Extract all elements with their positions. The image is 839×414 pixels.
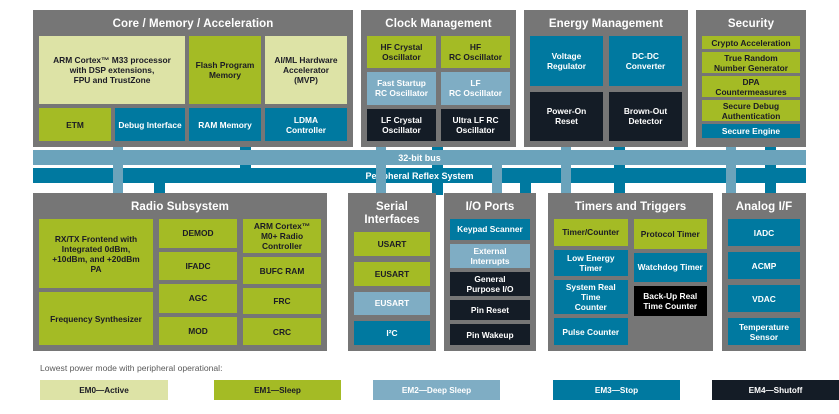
panel-serial-interfaces: Serial Interfaces USART EUSART EUSART I²… <box>348 193 436 351</box>
block-power-on-reset[interactable]: Power-On Reset <box>530 91 603 141</box>
block-secure-debug-authentication[interactable]: Secure Debug Authentication <box>702 100 800 121</box>
connector-stub <box>561 165 571 195</box>
block-lf-crystal-oscillator[interactable]: LF Crystal Oscillator <box>367 108 436 141</box>
block-eusart-2[interactable]: EUSART <box>354 291 430 316</box>
block-frc[interactable]: FRC <box>243 287 321 315</box>
legend-item-em1: EM1—Sleep <box>214 380 341 400</box>
connector-stub <box>614 183 625 195</box>
panel-title-energy: Energy Management <box>548 18 664 30</box>
block-usart[interactable]: USART <box>354 232 430 256</box>
panel-title-io-ports: I/O Ports <box>465 201 515 213</box>
connector-stub <box>154 183 165 195</box>
bus-32-bit: 32-bit bus <box>33 150 806 165</box>
block-i2c[interactable]: I²C <box>354 321 430 345</box>
block-pin-wakeup[interactable]: Pin Wakeup <box>450 324 530 346</box>
panel-energy-management: Energy Management Voltage Regulator DC-D… <box>524 10 688 147</box>
panel-title-analog: Analog I/F <box>735 201 793 213</box>
block-ldma-controller[interactable]: LDMA Controller <box>265 108 347 141</box>
bus-peripheral-reflex-system: Peripheral Reflex System <box>33 168 806 183</box>
legend-label-em2: EM2—Deep Sleep <box>401 385 472 395</box>
legend-label-em3: EM3—Stop <box>594 385 639 395</box>
block-ifadc[interactable]: IFADC <box>159 251 237 280</box>
block-iadc[interactable]: IADC <box>728 219 800 246</box>
legend-item-em4: EM4—Shutoff <box>712 380 839 400</box>
block-timer-counter[interactable]: Timer/Counter <box>554 219 628 246</box>
block-system-real-time-counter[interactable]: System Real Time Counter <box>554 280 628 315</box>
block-ultra-lf-rc-oscillator[interactable]: Ultra LF RC Oscillator <box>441 108 510 141</box>
legend-label-em4: EM4—Shutoff <box>748 385 803 395</box>
connector-stub <box>520 183 531 195</box>
connector-stub <box>113 165 123 195</box>
block-voltage-regulator[interactable]: Voltage Regulator <box>530 36 603 86</box>
block-ram-memory[interactable]: RAM Memory <box>189 108 261 141</box>
bus-prs-label: Peripheral Reflex System <box>365 170 474 181</box>
block-watchdog-timer[interactable]: Watchdog Timer <box>633 252 707 282</box>
block-vdac[interactable]: VDAC <box>728 285 800 312</box>
block-acmp[interactable]: ACMP <box>728 252 800 279</box>
block-hf-crystal-oscillator[interactable]: HF Crystal Oscillator <box>367 36 436 69</box>
block-pulse-counter[interactable]: Pulse Counter <box>554 318 628 346</box>
block-dc-dc-converter[interactable]: DC-DC Converter <box>609 36 682 86</box>
connector-stub <box>376 165 386 195</box>
connector-stub <box>765 183 776 195</box>
block-lf-rc-oscillator[interactable]: LF RC Oscillator <box>441 72 510 105</box>
panel-analog-if: Analog I/F IADC ACMP VDAC Temperature Se… <box>722 193 806 351</box>
block-flash-program-memory[interactable]: Flash Program Memory <box>189 36 261 104</box>
connector-stub <box>432 183 443 195</box>
block-eusart-1[interactable]: EUSART <box>354 261 430 286</box>
panel-title-clock: Clock Management <box>385 18 492 30</box>
panel-clock-management: Clock Management HF Crystal Oscillator H… <box>361 10 516 147</box>
block-bufc-ram[interactable]: BUFC RAM <box>243 257 321 284</box>
block-demod[interactable]: DEMOD <box>159 219 237 248</box>
legend-note: Lowest power mode with peripheral operat… <box>40 363 223 373</box>
block-pin-reset[interactable]: Pin Reset <box>450 299 530 321</box>
panel-io-ports: I/O Ports Keypad Scanner External Interr… <box>444 193 536 351</box>
block-crc[interactable]: CRC <box>243 318 321 345</box>
block-mod[interactable]: MOD <box>159 316 237 345</box>
legend-label-em1: EM1—Sleep <box>254 385 301 395</box>
legend-label-em0: EM0—Active <box>79 385 129 395</box>
block-frequency-synthesizer[interactable]: Frequency Synthesizer <box>39 292 153 345</box>
panel-title-core: Core / Memory / Acceleration <box>112 18 274 30</box>
panel-title-serial: Serial Interfaces <box>364 201 420 226</box>
block-arm-cortex-m0-radio-controller[interactable]: ARM Cortex™ M0+ Radio Controller <box>243 219 321 254</box>
block-arm-cortex-m33[interactable]: ARM Cortex™ M33 processor with DSP exten… <box>39 36 185 104</box>
block-low-energy-timer[interactable]: Low Energy Timer <box>554 249 628 277</box>
block-hf-rc-oscillator[interactable]: HF RC Oscillator <box>441 36 510 69</box>
panel-radio-subsystem: Radio Subsystem RX/TX Frontend with Inte… <box>33 193 327 351</box>
block-fast-startup-rc-oscillator[interactable]: Fast Startup RC Oscillator <box>367 72 436 105</box>
legend-item-em0: EM0—Active <box>40 380 168 400</box>
panel-core-memory-acceleration: Core / Memory / Acceleration ARM Cortex™… <box>33 10 353 147</box>
block-agc[interactable]: AGC <box>159 284 237 313</box>
block-debug-interface[interactable]: Debug Interface <box>115 108 185 141</box>
block-keypad-scanner[interactable]: Keypad Scanner <box>450 219 530 240</box>
panel-timers-and-triggers: Timers and Triggers Timer/Counter Low En… <box>548 193 713 351</box>
panel-title-radio: Radio Subsystem <box>131 201 229 213</box>
block-rx-tx-frontend[interactable]: RX/TX Frontend with Integrated 0dBm, +10… <box>39 219 153 289</box>
block-brown-out-detector[interactable]: Brown-Out Detector <box>609 91 682 141</box>
connector-stub <box>726 165 736 195</box>
panel-title-security: Security <box>727 18 775 30</box>
legend-item-em2: EM2—Deep Sleep <box>373 380 500 400</box>
panel-security: Security Crypto Acceleration True Random… <box>696 10 806 147</box>
block-crypto-acceleration[interactable]: Crypto Acceleration <box>702 36 800 49</box>
block-aiml-hardware-accelerator[interactable]: AI/ML Hardware Accelerator (MVP) <box>265 36 347 104</box>
block-temperature-sensor[interactable]: Temperature Sensor <box>728 318 800 345</box>
panel-title-timers: Timers and Triggers <box>574 201 687 213</box>
block-etm[interactable]: ETM <box>39 108 111 141</box>
block-general-purpose-io[interactable]: General Purpose I/O <box>450 271 530 296</box>
legend-item-em3: EM3—Stop <box>553 380 680 400</box>
block-secure-engine[interactable]: Secure Engine <box>702 124 800 138</box>
block-protocol-timer[interactable]: Protocol Timer <box>633 219 707 249</box>
connector-stub <box>492 165 502 195</box>
block-dpa-countermeasures[interactable]: DPA Countermeasures <box>702 76 800 97</box>
block-true-random-number-generator[interactable]: True Random Number Generator <box>702 52 800 73</box>
bus-32-bit-label: 32-bit bus <box>398 152 441 163</box>
block-external-interrupts[interactable]: External Interrupts <box>450 243 530 268</box>
block-back-up-real-time-counter[interactable]: Back-Up Real Time Counter <box>633 286 707 316</box>
